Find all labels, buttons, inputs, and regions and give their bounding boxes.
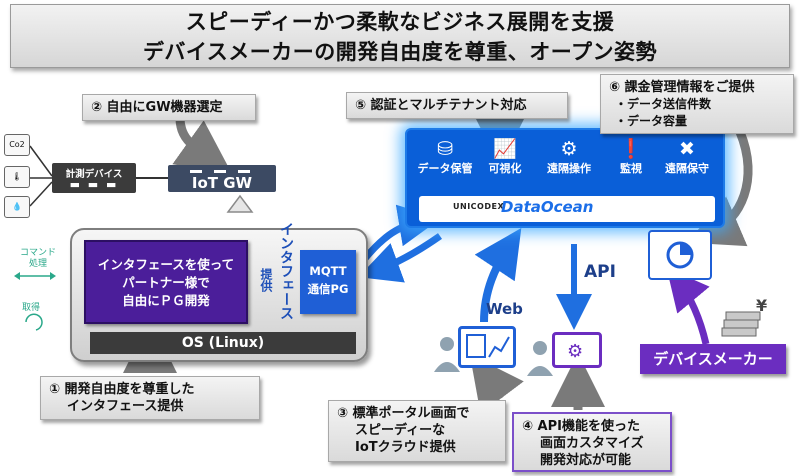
svg-text:⚙: ⚙ [567, 341, 583, 362]
api-screen-icon: ⚙ [552, 332, 602, 368]
gw-selection-callout: ② 自由にGW機器選定 [82, 94, 256, 121]
api-callout: ④ API機能を使った 画面カスタマイズ 開発対応が可能 [512, 412, 672, 472]
partner-line-3: 自由にＰＧ開発 [122, 293, 210, 308]
callout-text: 開発対応が可能 [540, 453, 632, 468]
gateway-led [214, 170, 226, 173]
service-monitoring: ❗ 監視 [603, 138, 659, 176]
interface-vertical-label: インタフェース [278, 222, 294, 320]
gateway-label: IoT GW [191, 174, 253, 192]
thermometer-icon: 🌡 [4, 166, 30, 188]
mqtt-program-box: MQTT 通信PG [300, 250, 356, 314]
device-maker-box: デバイスメーカー [640, 344, 786, 374]
billing-meter-icon [648, 230, 712, 280]
page-title: スピーディーかつ柔軟なビジネス展開を支援 デバイスメーカーの開発自由度を尊重、オ… [10, 4, 790, 68]
callout-text: スピーディーな [355, 423, 446, 438]
measurement-device: 計測デバイス ▬ ▬ ▬ [52, 163, 136, 193]
service-visualization: 📈 可視化 [477, 138, 533, 176]
partner-line-1: インタフェースを使って [97, 257, 235, 272]
dataocean-cloud: ⛁ データ保管 📈 可視化 ⚙ 遠隔操作 ❗ 監視 ✖ 遠隔保守 UNICODE… [405, 128, 725, 228]
callout-item: ・データ容量 [615, 114, 688, 128]
dataocean-logo: DataOcean [501, 198, 594, 216]
mqtt-line-1: MQTT [309, 264, 347, 278]
service-label: 遠隔保守 [665, 162, 709, 175]
service-label: 遠隔操作 [547, 162, 591, 175]
process-text: 処理 [29, 259, 48, 269]
alert-icon: ❗ [619, 138, 643, 160]
service-label: 監視 [620, 162, 642, 175]
database-icon: ⛁ [437, 138, 453, 160]
gateway-led [190, 170, 202, 173]
billing-callout: ⑥ 課金管理情報をご提供 ・データ送信件数 ・データ容量 [600, 74, 794, 134]
callout-item: ・データ送信件数 [615, 97, 712, 111]
os-bar: OS (Linux) [90, 332, 356, 354]
title-line-1: スピーディーかつ柔軟なビジネス展開を支援 [185, 10, 615, 34]
co2-sensor-icon: Co2 [4, 134, 30, 156]
mqtt-line-2: 通信PG [307, 282, 349, 296]
service-remote-maintenance: ✖ 遠隔保守 [659, 138, 715, 176]
partner-development-box: インタフェースを使って パートナー様で 自由にＰＧ開発 [84, 240, 248, 324]
callout-text: ② 自由にGW機器選定 [91, 100, 223, 115]
callout-text: ⑥ 課金管理情報をご提供 [609, 80, 755, 95]
service-remote-operation: ⚙ 遠隔操作 [541, 138, 597, 176]
callout-text: ③ 標準ポータル画面で [337, 406, 470, 421]
acquire-label: 取得 [22, 303, 41, 313]
partner-line-2: パートナー様で [122, 275, 210, 290]
provide-vertical-label: 提供 [259, 268, 273, 292]
service-data-storage: ⛁ データ保管 [417, 138, 473, 176]
callout-text: ① 開発自由度を尊重した [49, 382, 195, 397]
device-label: 計測デバイス [65, 169, 123, 180]
brand-strip: UNICODEX DataOcean [419, 196, 715, 222]
service-label: 可視化 [488, 162, 522, 175]
api-label: API [584, 262, 616, 282]
water-drop-icon: 💧 [4, 196, 30, 218]
callout-text: 画面カスタマイズ [540, 436, 644, 451]
callout-text: IoTクラウド提供 [355, 440, 456, 455]
command-text: コマンド [20, 248, 57, 258]
portal-callout: ③ 標準ポータル画面で スピーディーな IoTクラウド提供 [328, 400, 506, 462]
command-label: コマンド 処理 [20, 248, 56, 270]
chart-icon: 📈 [493, 138, 517, 160]
iot-gateway: IoT GW [168, 165, 276, 192]
yen-icon: ¥ [756, 296, 768, 315]
callout-text: ④ API機能を使った [522, 419, 640, 434]
callout-text: ⑤ 認証とマルチテナント対応 [355, 98, 527, 113]
web-label: Web [486, 300, 523, 318]
tools-icon: ✖ [679, 138, 695, 160]
device-dashes: ▬ ▬ ▬ [69, 178, 119, 191]
web-portal-icon [458, 326, 516, 368]
auth-callout: ⑤ 認証とマルチテナント対応 [346, 92, 568, 119]
service-label: データ保管 [417, 162, 473, 175]
gears-icon: ⚙ [560, 138, 578, 160]
title-line-2: デバイスメーカーの開発自由度を尊重、オープン姿勢 [142, 40, 658, 64]
unicodex-logo: UNICODEX [453, 202, 505, 211]
callout-text: インタフェース提供 [67, 399, 184, 414]
interface-callout: ① 開発自由度を尊重した インタフェース提供 [40, 376, 260, 420]
gateway-led [238, 170, 250, 173]
